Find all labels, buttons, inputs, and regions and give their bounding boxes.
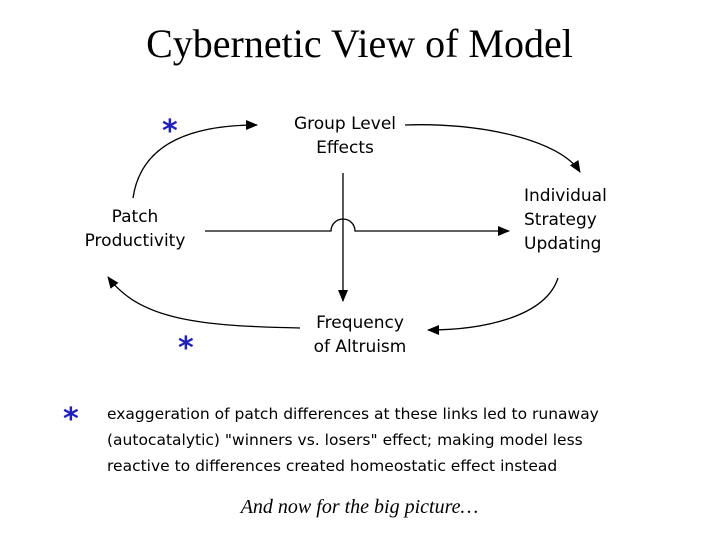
arrow-group-to-individual [404, 124, 581, 173]
footnote-line: (autocatalytic) "winners vs. losers" eff… [107, 431, 583, 449]
asterisk-marker-note: * [63, 402, 79, 437]
node-label-line: Frequency [316, 313, 404, 333]
footer-caption: And now for the big picture… [240, 496, 479, 518]
node-label-line: Updating [524, 234, 602, 254]
node-patch-productivity: Patch Productivity [60, 205, 210, 253]
node-label-line: Individual [524, 186, 607, 206]
arrow-patch-to-group [132, 120, 258, 199]
arrow-individual-to-frequency [427, 277, 559, 335]
arrow-frequency-to-patch [107, 276, 301, 329]
node-label-line: Group Level [293, 114, 397, 134]
arrow-patch-to-individual [205, 218, 510, 236]
node-label-line: Strategy [524, 210, 597, 230]
node-frequency-of-altruism: Frequency of Altruism [285, 311, 435, 359]
node-label-line: of Altruism [313, 337, 407, 357]
node-group-level-effects: Group Level Effects [270, 112, 420, 160]
asterisk-marker-lower: * [178, 331, 194, 366]
footnote-text: exaggeration of patch differences at the… [107, 401, 599, 479]
footnote-line: exaggeration of patch differences at the… [107, 405, 599, 423]
node-individual-strategy-updating: Individual Strategy Updating [524, 184, 607, 256]
node-label-line: Patch [111, 207, 159, 227]
asterisk-marker-upper: * [162, 114, 178, 149]
node-label-line: Effects [316, 138, 374, 158]
footnote-line: reactive to differences created homeosta… [107, 457, 558, 475]
node-label-line: Productivity [84, 231, 186, 251]
slide-title: Cybernetic View of Model [146, 21, 573, 66]
